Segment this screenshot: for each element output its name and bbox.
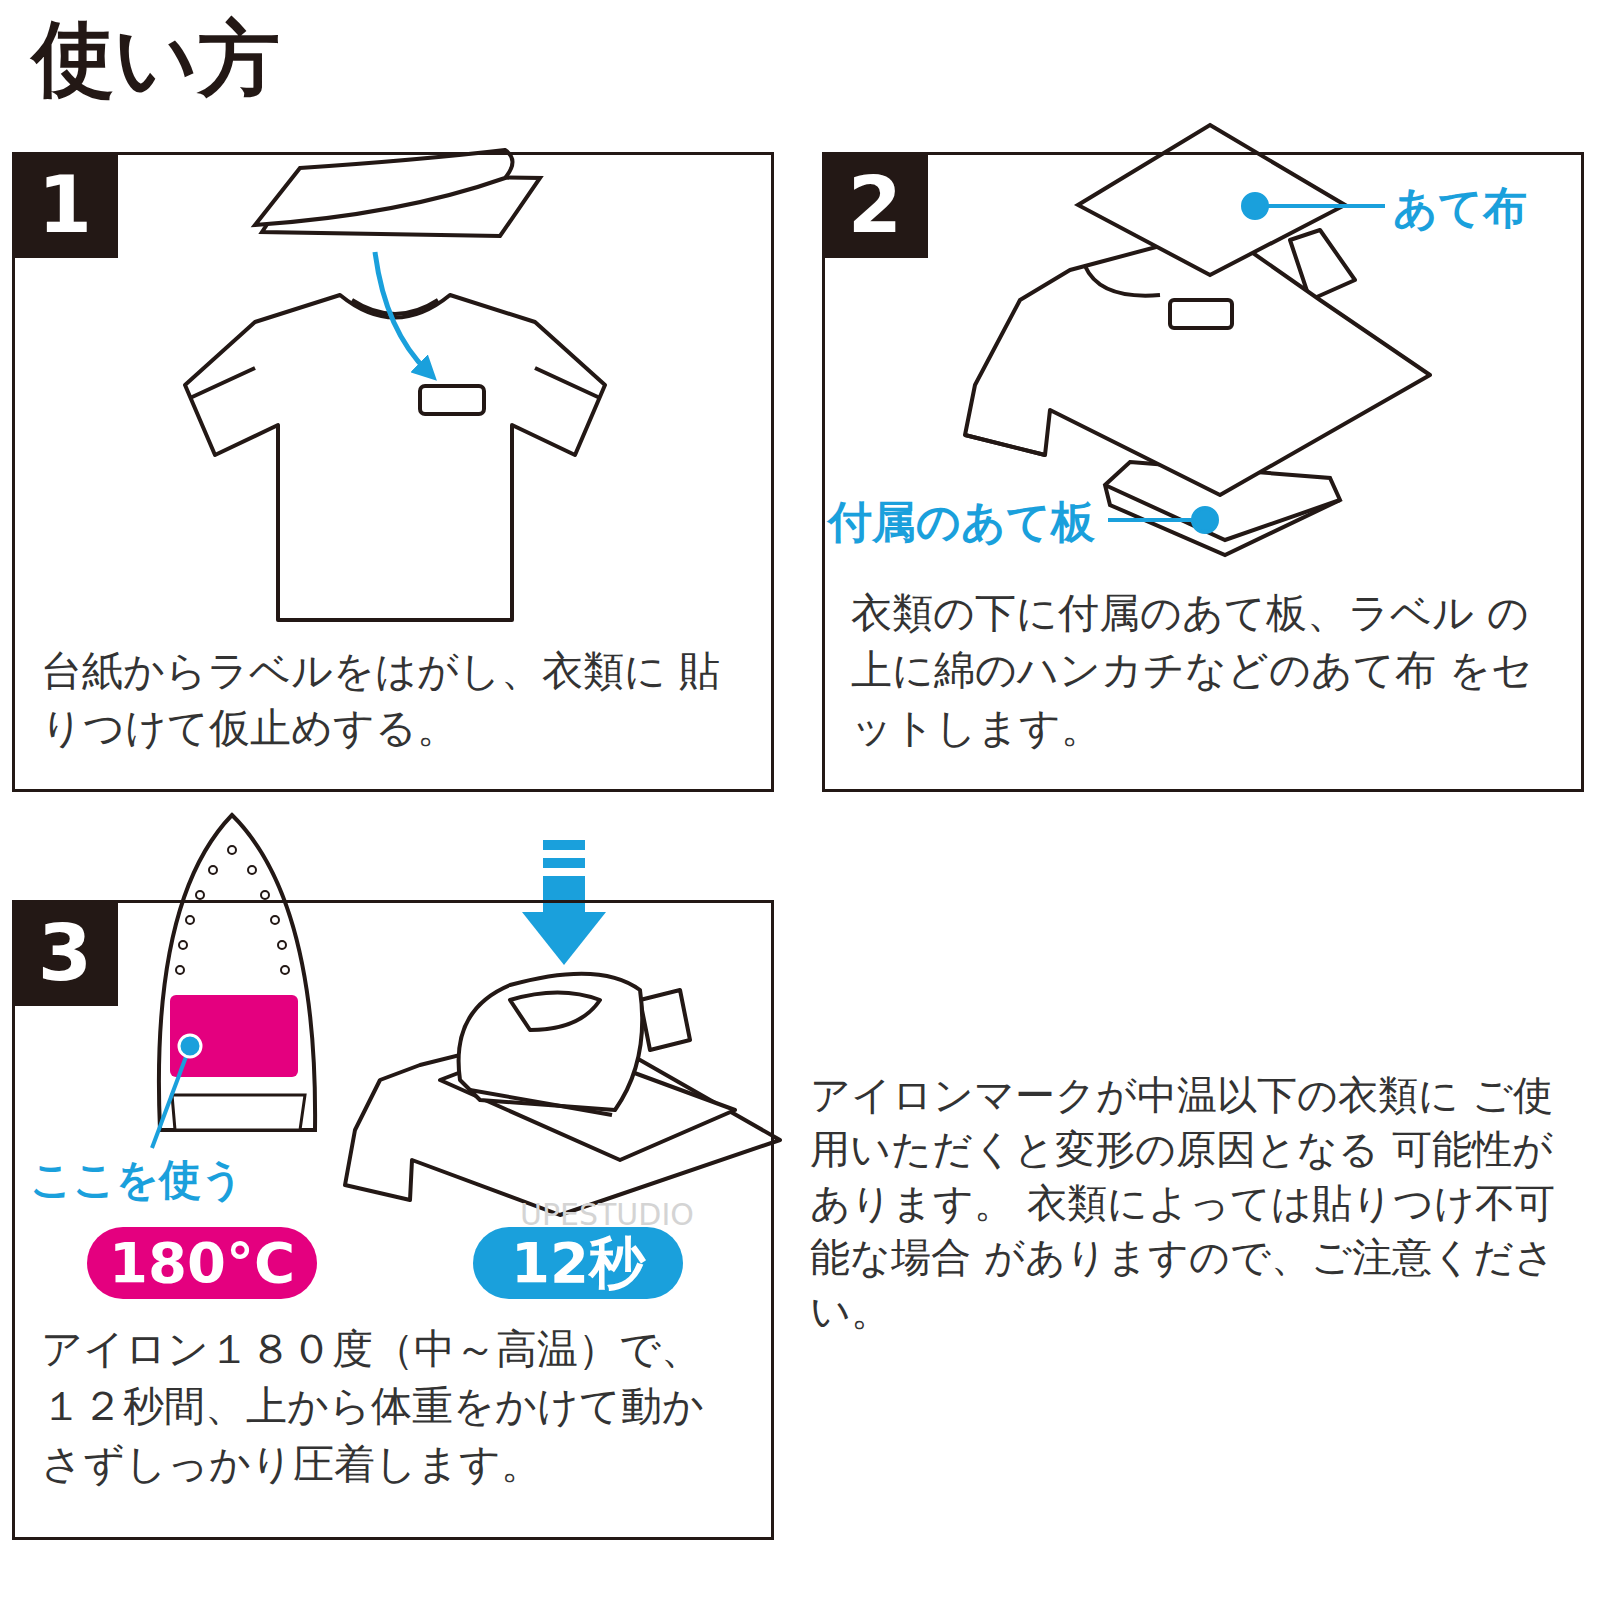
press-cloth	[1078, 125, 1345, 275]
step-text: 台紙からラベルをはがし、衣類に 貼りつけて仮止めする。	[41, 643, 753, 758]
step-number: 3	[12, 900, 118, 1006]
t-shirt	[185, 295, 605, 620]
value-text: 12秒	[511, 1232, 645, 1294]
value-text: 180°C	[109, 1232, 295, 1294]
value-badge: 180°C	[87, 1227, 317, 1299]
value-badge: 12秒	[473, 1227, 683, 1299]
step-text: 衣類の下に付属のあて板、ラベル の上に綿のハンカチなどのあて布 をセットします。	[851, 585, 1563, 757]
step-number: 1	[12, 152, 118, 258]
ironing-scene	[345, 974, 780, 1215]
iron-soleplate	[159, 815, 315, 1130]
place-arrow	[375, 252, 428, 372]
step-text: アイロン１８０度（中～高温）で、 １２秒間、上から体重をかけて動か さずしっかり…	[41, 1321, 753, 1493]
callout-label: あて布	[1393, 178, 1527, 237]
page-title: 使い方	[32, 10, 280, 108]
note-text: アイロンマークが中温以下の衣類に ご使用いただくと変形の原因となる 可能性があり…	[810, 1068, 1570, 1338]
step-panel: 2 衣類の下に付属のあて板、ラベル の上に綿のハンカチなどのあて布 をセットします…	[822, 152, 1584, 792]
callout-label: 付属のあて板	[828, 492, 1095, 551]
step-panel: 1 台紙からラベルをはがし、衣類に 貼りつけて仮止めする。	[12, 152, 774, 792]
leader-lines	[1108, 194, 1385, 532]
callout-label: ここを使う	[30, 1152, 244, 1209]
step-number: 2	[822, 152, 928, 258]
step-panel: 3 アイロン１８０度（中～高温）で、 １２秒間、上から体重をかけて動か さずしっか…	[12, 900, 774, 1540]
label-sheet	[255, 150, 540, 236]
leader-lines	[152, 1035, 201, 1148]
